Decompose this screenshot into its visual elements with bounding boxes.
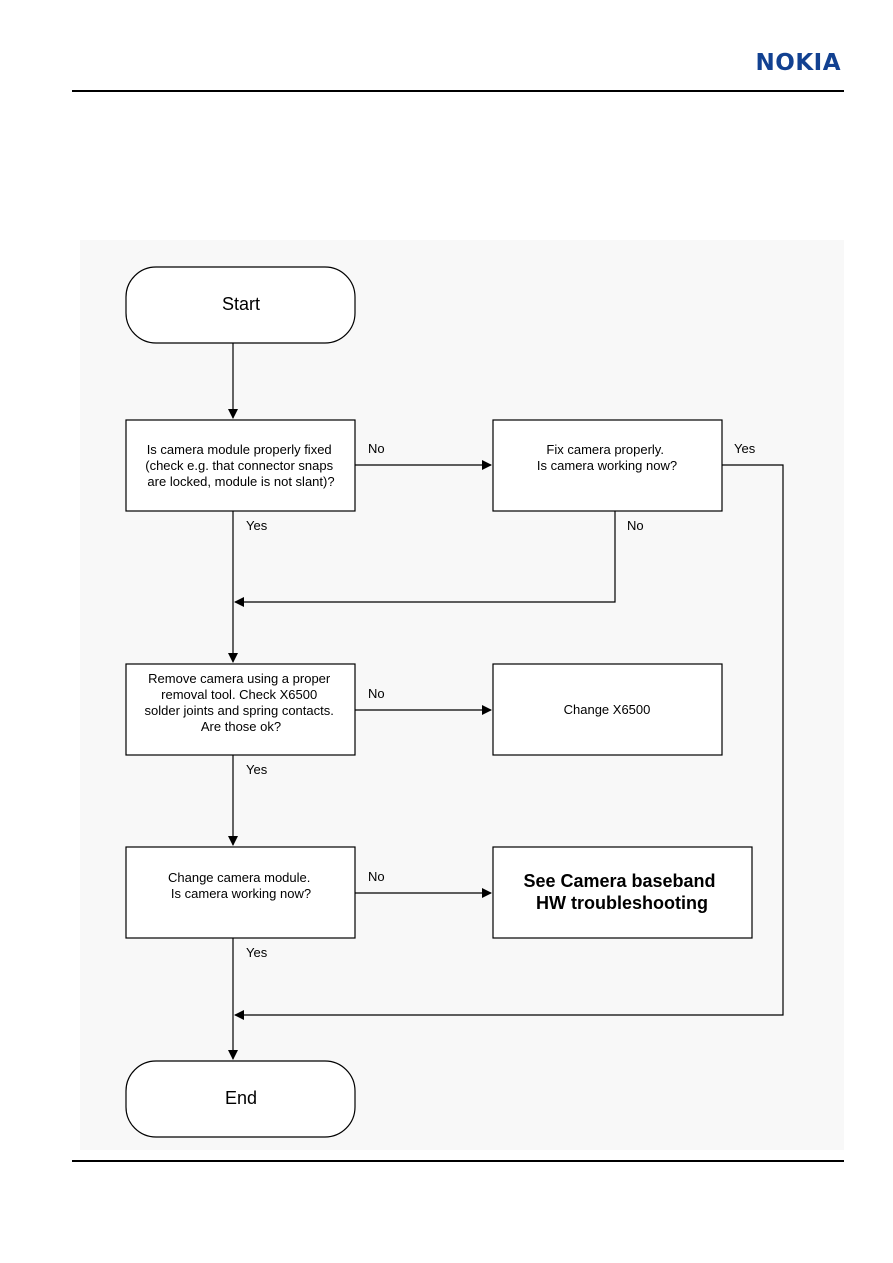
change-x6500-text: Change X6500 <box>564 702 651 717</box>
decision-x6500-check: Remove camera using a proper removal too… <box>125 663 356 756</box>
arrow-fix-yes <box>234 464 784 1020</box>
q3-yes-label: Yes <box>246 945 268 960</box>
q2-text: Remove camera using a proper removal too… <box>145 671 338 734</box>
process-see-hw-troubleshooting: See Camera baseband HW troubleshooting <box>492 846 753 939</box>
q1-no-label: No <box>368 441 385 456</box>
nokia-logo: NOKIA <box>755 50 841 76</box>
decision-camera-fixed: Is camera module properly fixed (check e… <box>125 419 356 512</box>
arrow-fix-no <box>234 511 616 607</box>
process-fix-camera: Fix camera properly. Is camera working n… <box>492 419 723 512</box>
q1-yes-label: Yes <box>246 518 268 533</box>
q3-text: Change camera module. Is camera working … <box>168 870 314 901</box>
see-hw-text: See Camera baseband HW troubleshooting <box>523 871 720 913</box>
decision-change-camera: Change camera module. Is camera working … <box>125 846 356 939</box>
q1-text: Is camera module properly fixed (check e… <box>145 442 337 489</box>
start-label: Start <box>222 294 260 314</box>
fix-yes-label: Yes <box>734 441 756 456</box>
end-label: End <box>225 1088 257 1108</box>
q2-yes-label: Yes <box>246 762 268 777</box>
fix-no-label: No <box>627 518 644 533</box>
q3-no-label: No <box>368 869 385 884</box>
fix-text: Fix camera properly. Is camera working n… <box>537 442 677 473</box>
q2-no-label: No <box>368 686 385 701</box>
header-rule <box>72 90 844 92</box>
start-node: Start <box>125 266 356 344</box>
footer-rule <box>72 1160 844 1162</box>
end-node: End <box>125 1060 356 1138</box>
process-change-x6500: Change X6500 <box>492 663 723 756</box>
